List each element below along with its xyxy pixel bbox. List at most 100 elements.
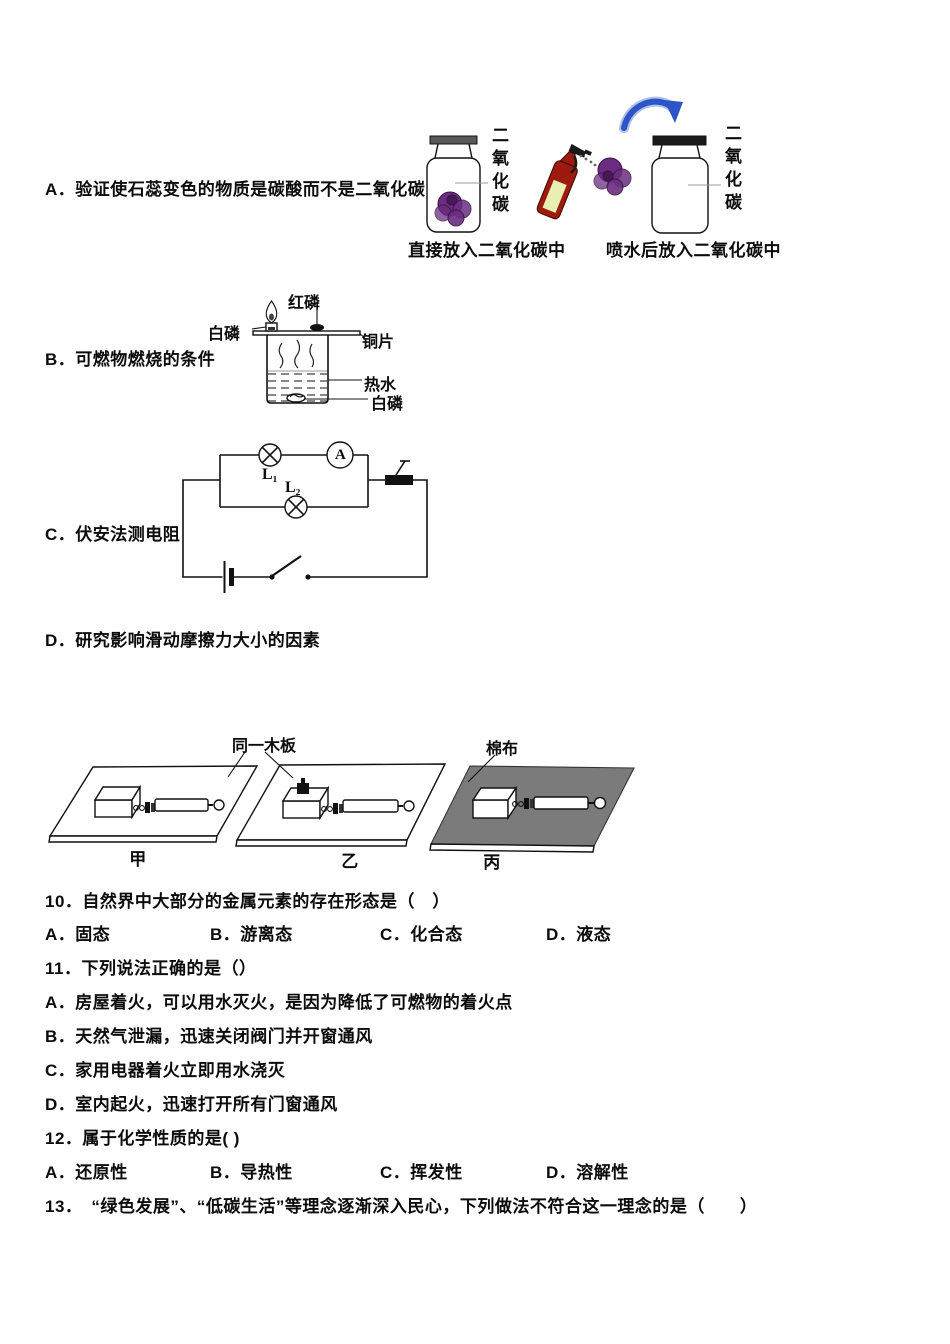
white-phosphorus-top-label: 白磷: [208, 326, 241, 343]
circuit-diagram: [182, 441, 428, 593]
white-phosphorus-underwater-detail: [289, 394, 304, 398]
beaker: [266, 335, 329, 404]
switch-contact: [305, 574, 311, 580]
trigger-lever: [569, 155, 578, 174]
board-bing-label: 丙: [483, 853, 501, 872]
red-phosphorus-dot: [310, 324, 324, 331]
jar2-lid: [652, 135, 707, 146]
circuit-wires: [182, 454, 428, 578]
steam-wisp: [309, 343, 315, 368]
bottle-label: [542, 179, 567, 213]
same-board-leader: [264, 751, 294, 779]
blue-arrow-icon: [619, 96, 683, 133]
scale-ring: [593, 796, 607, 810]
hook-link: [133, 805, 139, 811]
scale-collar: [524, 798, 529, 809]
board-yi-label: 乙: [341, 852, 359, 871]
board-surface: [235, 763, 447, 841]
weight-on-block: [297, 783, 309, 794]
scale-ring: [403, 800, 415, 812]
board-yi: [235, 763, 447, 847]
flower-petal: [447, 209, 465, 227]
scale-collar: [151, 803, 155, 812]
jar1-lid: [429, 135, 478, 145]
question-10: 10．自然界中大部分的金属元素的存在形态是（ ）: [45, 892, 450, 911]
copper-sheet-label: 铜片: [362, 334, 395, 351]
wire: [182, 479, 223, 578]
jar2-neck-right: [696, 144, 701, 159]
q10-choice-a: A．固态: [45, 925, 111, 944]
jar2-gas-label: 二氧化碳: [722, 124, 741, 216]
gas-jar-1: [426, 135, 488, 233]
lamp-l2: [284, 495, 308, 519]
lamp-cross: [287, 498, 305, 516]
steam-wisp: [294, 339, 301, 369]
flower-center: [602, 170, 614, 182]
question-11: 11．下列说法正确的是（）: [45, 959, 257, 978]
option-c-label: C．伏安法测电阻: [45, 525, 181, 544]
scale-collar: [339, 804, 343, 813]
question-12: 12．属于化学性质的是( ): [45, 1129, 240, 1148]
arrow-head: [664, 100, 683, 123]
scale-tube: [533, 796, 589, 810]
wire: [310, 479, 428, 578]
scale-ring: [213, 799, 225, 811]
rheostat-slider: [395, 460, 406, 476]
rheostat-body: [385, 475, 413, 485]
friction-diagram: [48, 751, 635, 853]
q11-choice-a: A．房屋着火，可以用水灭火，是因为降低了可燃物的着火点: [45, 993, 513, 1012]
same-board-label: 同一木板: [232, 738, 297, 755]
combustion-diagram: [251, 300, 368, 404]
battery: [223, 561, 234, 593]
board-jia-label: 甲: [129, 850, 147, 869]
q11-choice-c: C．家用电器着火立即用水浇灭: [45, 1061, 286, 1080]
bottle-nozzle: [583, 149, 592, 156]
lamp-l2-label: L₂: [285, 479, 301, 496]
block-front: [472, 799, 509, 819]
bottle-shoulder: [559, 151, 576, 168]
hook-link: [512, 801, 518, 807]
same-board-leader: [227, 751, 246, 778]
jar2-neck-left: [658, 144, 663, 159]
option-d-label: D．研究影响滑动摩擦力大小的因素: [45, 631, 321, 650]
jar1-gas-label: 二氧化碳: [489, 126, 508, 218]
lamp-cross: [261, 446, 279, 464]
spray-drop: [579, 154, 583, 158]
board-surface: [48, 765, 259, 837]
q12-choice-c: C．挥发性: [380, 1163, 463, 1182]
jar1-neck-right: [468, 143, 473, 159]
q12-choice-b: B．导热性: [210, 1163, 293, 1182]
board-bing: [429, 765, 635, 853]
white-phosphorus-bottom-label: 白磷: [371, 396, 404, 413]
flower-petal: [606, 178, 624, 196]
lamp-l1-label: L₁: [262, 466, 278, 483]
switch: [269, 555, 311, 580]
spring-scale-yi: [321, 799, 415, 814]
spray-drop: [589, 160, 593, 164]
jar2-body: [651, 157, 709, 234]
option-a-label: A．验证使石蕊变色的物质是碳酸而不是二氧化碳: [45, 180, 426, 199]
rheostat: [385, 460, 413, 485]
jar1-caption: 直接放入二氧化碳中: [408, 241, 566, 260]
q12-choice-d: D．溶解性: [546, 1163, 629, 1182]
board-edge: [429, 843, 595, 853]
block-jia: [93, 784, 142, 820]
q10-choice-d: D．液态: [546, 925, 612, 944]
scale-collar: [333, 803, 338, 814]
lamp-l1: [258, 443, 282, 467]
hook-link: [321, 806, 327, 812]
scale-collar: [530, 799, 534, 808]
ammeter: [326, 441, 354, 469]
block-bing: [471, 785, 518, 821]
copper-sheet: [252, 330, 361, 336]
q11-choice-b: B．天然气泄漏，迅速关闭阀门并开窗通风: [45, 1027, 373, 1046]
scale-tube: [342, 799, 399, 813]
spring-scale-jia: [133, 798, 225, 813]
scale-tube: [154, 798, 209, 812]
weight-knob: [301, 778, 305, 783]
scale-collar: [145, 802, 150, 813]
board-jia: [48, 765, 259, 843]
bottle-trigger: [568, 143, 586, 158]
question-13: 13． “绿色发展”、“低碳生活”等理念逐渐深入民心，下列做法不符合这一理念的是…: [45, 1197, 758, 1216]
